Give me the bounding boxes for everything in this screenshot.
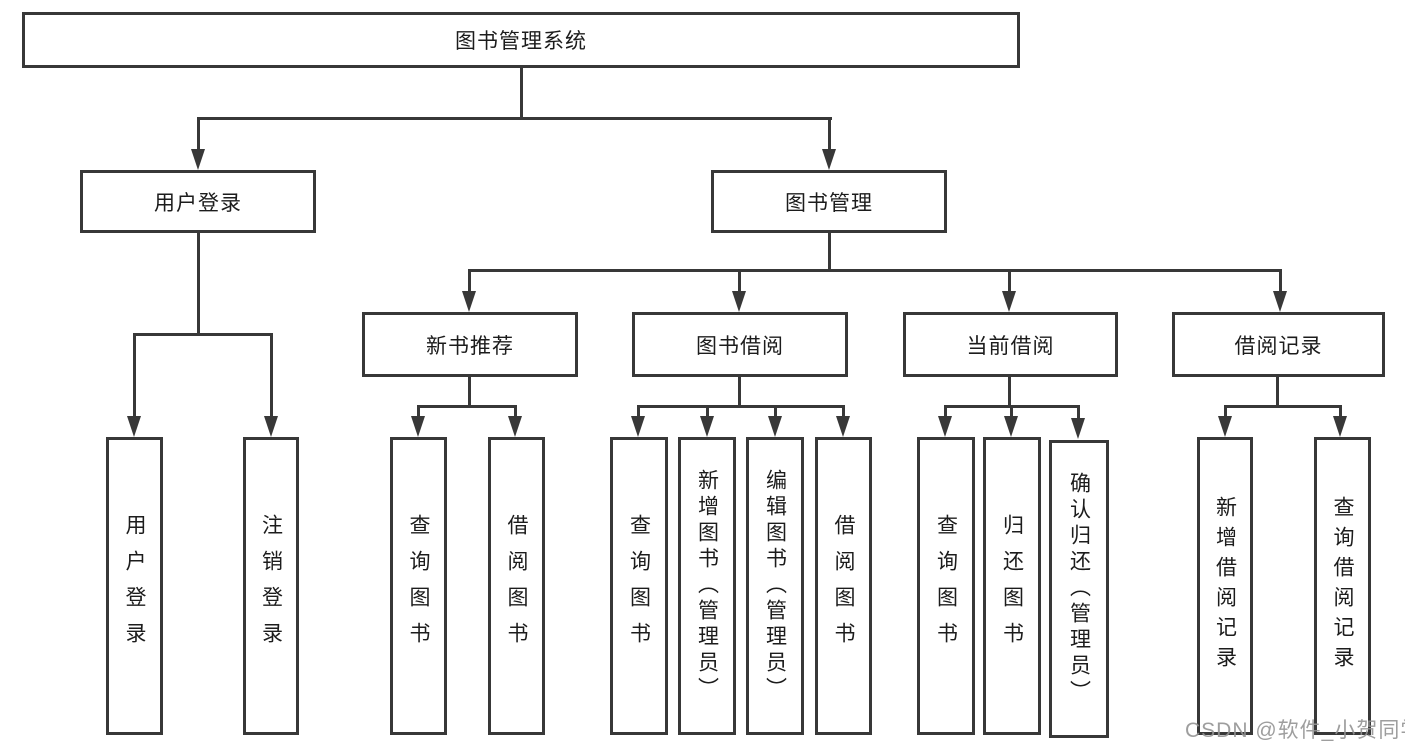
connector-to-query-book-current: [944, 405, 947, 417]
node-book-management-label: 图书管理: [785, 191, 873, 215]
node-book-borrow-label: 图书借阅: [696, 334, 784, 358]
connector-recommend-bar: [417, 405, 517, 408]
arrowhead-new-book-recommend: [462, 291, 476, 312]
leaf-add-book-admin: 新增图书（管理员）: [678, 437, 736, 735]
connector-to-borrow-book-borrow: [842, 405, 845, 417]
arrowhead-leaf-user-login: [127, 416, 141, 437]
arrowhead-borrow-book-recommend: [508, 416, 522, 437]
arrowhead-current-borrow: [1002, 291, 1016, 312]
arrowhead-book-management: [822, 149, 836, 170]
node-new-book-recommend-label: 新书推荐: [426, 334, 514, 358]
leaf-logout: 注销登录: [243, 437, 299, 735]
leaf-borrow-book-recommend-label: 借阅图书: [505, 514, 528, 658]
leaf-confirm-return-admin-label: 确认归还（管理员）: [1067, 472, 1091, 706]
leaf-query-borrow-record-label: 查询借阅记录: [1331, 496, 1354, 676]
leaf-query-book-current: 查询图书: [917, 437, 975, 735]
arrowhead-edit-book-admin: [768, 416, 782, 437]
connector-userlogin-stem: [197, 233, 200, 336]
leaf-query-book-borrow-label: 查询图书: [627, 514, 651, 658]
connector-to-new-book-recommend: [468, 269, 471, 292]
connector-bookmgmt-bar: [468, 269, 1282, 272]
connector-bookmgmt-stem: [828, 233, 831, 272]
connector-to-add-borrow-record: [1224, 405, 1227, 417]
arrowhead-add-book-admin: [700, 416, 714, 437]
leaf-query-book-borrow: 查询图书: [610, 437, 668, 735]
connector-root-to-book-management: [828, 117, 831, 151]
connector-to-current-borrow: [1008, 269, 1011, 292]
leaf-add-borrow-record: 新增借阅记录: [1197, 437, 1253, 735]
node-root: 图书管理系统: [22, 12, 1020, 68]
connector-borrow-stem: [738, 377, 741, 407]
leaf-return-book-label: 归还图书: [1000, 514, 1024, 658]
leaf-query-book-recommend-label: 查询图书: [407, 514, 430, 658]
leaf-edit-book-admin-label: 编辑图书（管理员）: [763, 469, 787, 703]
connector-recommend-stem: [468, 377, 471, 407]
csdn-watermark: CSDN @软件_小贺同学: [1185, 719, 1405, 742]
connector-current-stem: [1008, 377, 1011, 407]
arrowhead-add-borrow-record: [1218, 416, 1232, 437]
leaf-query-book-recommend: 查询图书: [390, 437, 447, 735]
arrowhead-query-borrow-record: [1333, 416, 1347, 437]
node-user-login: 用户登录: [80, 170, 316, 233]
connector-root-to-user-login: [197, 117, 200, 151]
connector-to-add-book-admin: [706, 405, 709, 417]
leaf-add-borrow-record-label: 新增借阅记录: [1213, 496, 1237, 676]
connector-root-stem: [520, 68, 523, 119]
leaf-user-login-label: 用户登录: [123, 514, 146, 658]
leaf-borrow-book-recommend: 借阅图书: [488, 437, 545, 735]
connector-borrow-bar: [637, 405, 845, 408]
node-book-borrow: 图书借阅: [632, 312, 848, 377]
leaf-add-book-admin-label: 新增图书（管理员）: [695, 469, 719, 703]
connector-root-bar: [197, 117, 832, 120]
connector-to-confirm-return-admin: [1077, 405, 1080, 419]
arrowhead-book-borrow: [732, 291, 746, 312]
connector-to-query-book-borrow: [637, 405, 640, 417]
leaf-user-login: 用户登录: [106, 437, 163, 735]
node-current-borrow: 当前借阅: [903, 312, 1118, 377]
arrowhead-user-login: [191, 149, 205, 170]
leaf-borrow-book-borrow: 借阅图书: [815, 437, 872, 735]
leaf-edit-book-admin: 编辑图书（管理员）: [746, 437, 804, 735]
node-borrow-records-label: 借阅记录: [1234, 334, 1323, 358]
node-new-book-recommend: 新书推荐: [362, 312, 578, 377]
connector-to-edit-book-admin: [774, 405, 777, 417]
leaf-logout-label: 注销登录: [259, 514, 283, 658]
node-book-management: 图书管理: [711, 170, 947, 233]
connector-to-leaf-logout: [270, 333, 273, 417]
arrowhead-query-book-recommend: [411, 416, 425, 437]
arrowhead-leaf-logout: [264, 416, 278, 437]
connector-to-query-borrow-record: [1339, 405, 1342, 417]
connector-to-query-book-recommend: [417, 405, 420, 417]
arrowhead-borrow-records: [1273, 291, 1287, 312]
connector-records-stem: [1276, 377, 1279, 407]
leaf-borrow-book-borrow-label: 借阅图书: [832, 514, 855, 658]
connector-to-borrow-records: [1279, 269, 1282, 292]
arrowhead-query-book-borrow: [631, 416, 645, 437]
connector-to-borrow-book-recommend: [514, 405, 517, 417]
leaf-query-book-current-label: 查询图书: [934, 514, 958, 658]
connector-to-return-book: [1010, 405, 1013, 417]
arrowhead-return-book: [1004, 416, 1018, 437]
leaf-return-book: 归还图书: [983, 437, 1041, 735]
arrowhead-borrow-book-borrow: [836, 416, 850, 437]
connector-records-bar: [1224, 405, 1342, 408]
node-current-borrow-label: 当前借阅: [966, 334, 1055, 358]
connector-to-leaf-user-login: [133, 333, 136, 417]
node-root-label: 图书管理系统: [455, 30, 587, 53]
connector-userlogin-bar: [133, 333, 273, 336]
arrowhead-confirm-return-admin: [1071, 418, 1085, 439]
node-borrow-records: 借阅记录: [1172, 312, 1385, 377]
arrowhead-query-book-current: [938, 416, 952, 437]
connector-to-book-borrow: [738, 269, 741, 292]
leaf-confirm-return-admin: 确认归还（管理员）: [1049, 440, 1109, 738]
leaf-query-borrow-record: 查询借阅记录: [1314, 437, 1371, 735]
node-user-login-label: 用户登录: [154, 191, 242, 215]
